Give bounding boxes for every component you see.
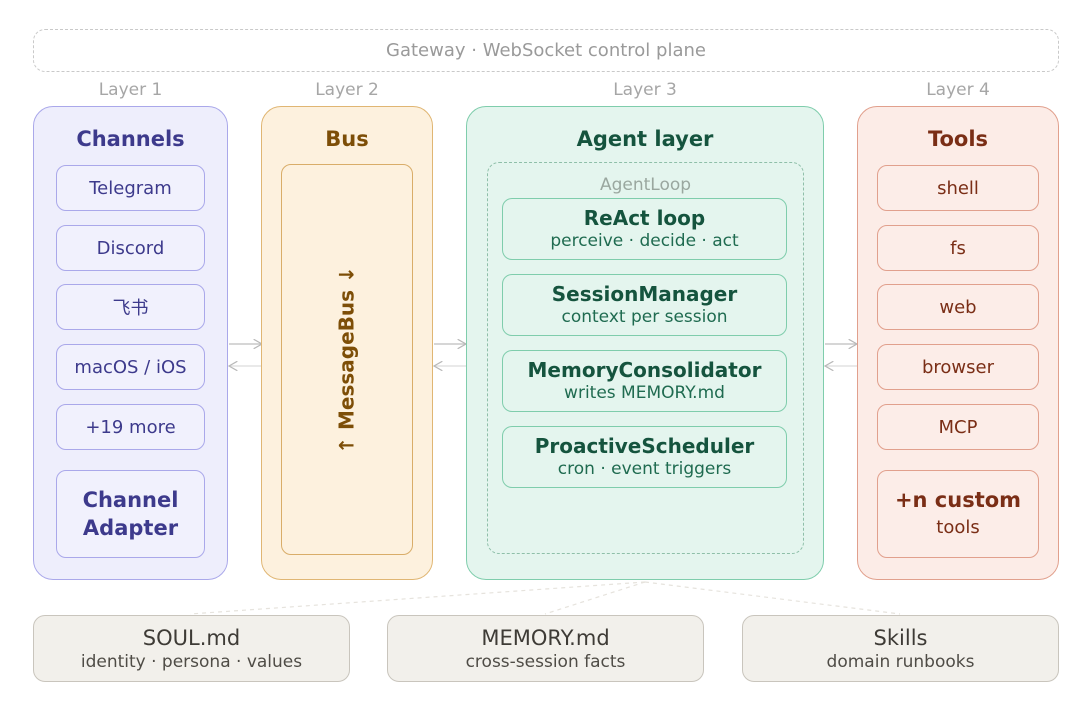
channel-discord: Discord: [56, 225, 205, 271]
memory-title: MEMORY.md: [481, 625, 610, 650]
layer-label-1: Layer 1: [98, 80, 163, 100]
soul-title: SOUL.md: [142, 625, 241, 650]
file-soul: SOUL.md identity · persona · values: [33, 615, 350, 682]
bus-title: Bus: [325, 127, 369, 151]
layer-label-2: Layer 2: [315, 80, 379, 100]
tool-custom: +n custom tools: [877, 470, 1039, 558]
message-bus-label: ↑ MessageBus ↓: [335, 265, 360, 454]
arrows-bus-agent: [434, 344, 466, 366]
skills-subtitle: domain runbooks: [826, 651, 975, 672]
agentloop-label: AgentLoop: [599, 175, 692, 195]
gateway-label: Gateway · WebSocket control plane: [386, 40, 706, 61]
tool-mcp: MCP: [877, 404, 1039, 450]
arrows-agent-tools: [825, 344, 857, 366]
layer-label-3: Layer 3: [613, 80, 677, 100]
soul-subtitle: identity · persona · values: [80, 651, 303, 672]
session-manager-subtitle: context per session: [561, 307, 728, 327]
agent-proactive-scheduler: ProactiveScheduler cron · event triggers: [502, 426, 787, 488]
memory-subtitle: cross-session facts: [465, 651, 626, 672]
arrows-channels-bus: [229, 344, 262, 366]
session-manager-title: SessionManager: [551, 282, 738, 306]
file-memory: MEMORY.md cross-session facts: [387, 615, 704, 682]
memory-consolidator-title: MemoryConsolidator: [527, 358, 762, 382]
tool-fs: fs: [877, 225, 1039, 271]
channel-adapter-line2: Adapter: [82, 516, 179, 540]
proactive-scheduler-title: ProactiveScheduler: [534, 434, 755, 458]
file-skills: Skills domain runbooks: [742, 615, 1059, 682]
agent-react-loop: ReAct loop perceive · decide · act: [502, 198, 787, 260]
agentloop-container: [487, 162, 804, 554]
react-loop-title: ReAct loop: [583, 206, 706, 230]
tools-title: Tools: [927, 127, 989, 151]
react-loop-subtitle: perceive · decide · act: [550, 231, 739, 251]
tool-custom-line2: tools: [936, 517, 980, 538]
agent-memory-consolidator: MemoryConsolidator writes MEMORY.md: [502, 350, 787, 412]
channel-adapter: Channel Adapter: [56, 470, 205, 558]
skills-title: Skills: [873, 625, 928, 650]
proactive-scheduler-subtitle: cron · event triggers: [557, 459, 732, 479]
gateway-bar: Gateway · WebSocket control plane: [33, 29, 1059, 72]
channel-telegram: Telegram: [56, 165, 205, 211]
message-bus: ↑ MessageBus ↓: [281, 164, 413, 555]
memory-consolidator-subtitle: writes MEMORY.md: [564, 383, 725, 403]
channel-macos-ios: macOS / iOS: [56, 344, 205, 390]
layer-label-4: Layer 4: [926, 80, 990, 100]
channels-title: Channels: [76, 127, 185, 151]
dashed-links-agent-files: [189, 581, 901, 615]
tool-shell: shell: [877, 165, 1039, 211]
tool-web: web: [877, 284, 1039, 330]
channel-feishu: 飞书: [56, 284, 205, 330]
channel-adapter-line1: Channel: [82, 488, 179, 512]
agent-title: Agent layer: [576, 127, 714, 151]
tool-custom-line1: +n custom: [894, 488, 1022, 512]
channel-more: +19 more: [56, 404, 205, 450]
tool-browser: browser: [877, 344, 1039, 390]
agent-column: Agent layer: [466, 106, 824, 580]
agent-session-manager: SessionManager context per session: [502, 274, 787, 336]
